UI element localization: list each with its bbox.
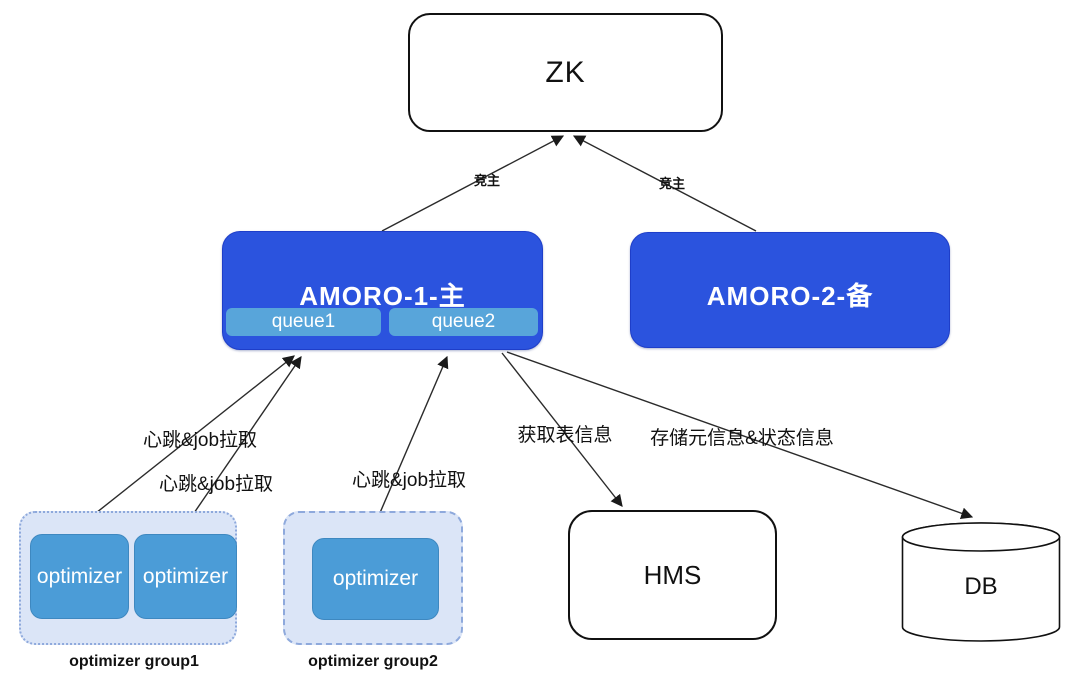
optimizer-label: optimizer — [142, 564, 229, 588]
amoro-2-node: AMORO-2-备 — [630, 232, 950, 348]
optimizer-label: optimizer — [332, 567, 419, 590]
amoro-2-title: AMORO-2-备 — [706, 281, 874, 311]
amoro-1-title: AMORO-1-主 — [299, 281, 466, 311]
db-cylinder-shape — [901, 522, 1061, 642]
db-cylinder: DB — [901, 521, 1061, 643]
edge-label-heartbeat-2: 心跳&job拉取 — [158, 474, 274, 495]
hms-label: HMS — [643, 559, 702, 590]
zk-label: ZK — [545, 55, 586, 89]
edge-label-heartbeat-3: 心跳&job拉取 — [351, 470, 467, 491]
optimizer-node: optimizer — [134, 534, 237, 619]
optimizer-group2-label: optimizer group2 — [308, 653, 438, 670]
optimizer-node: optimizer — [312, 538, 439, 620]
queue2-label: queue2 — [431, 311, 496, 332]
queue1-label: queue1 — [271, 311, 336, 332]
edge-label-compete-left: 竞主 — [473, 173, 500, 188]
optimizer-group2-container: optimizer — [283, 511, 463, 645]
optimizer-group1-container: optimizer optimizer — [19, 511, 237, 645]
zk-node: ZK — [408, 13, 723, 132]
edge-label-store-meta-info: 存储元信息&状态信息 — [650, 428, 834, 449]
optimizer-node: optimizer — [30, 534, 129, 619]
queue1-node: queue1 — [226, 308, 381, 336]
edge-label-heartbeat-1: 心跳&job拉取 — [142, 430, 258, 451]
optimizer-group1-label: optimizer group1 — [69, 653, 199, 670]
queue2-node: queue2 — [389, 308, 538, 336]
edge-optimizer3-to-queue2 — [369, 355, 449, 537]
edge-label-get-table-info: 获取表信息 — [517, 425, 613, 446]
optimizer-label: optimizer — [36, 564, 123, 588]
amoro-1-node: AMORO-1-主 queue1 queue2 — [222, 231, 543, 350]
hms-node: HMS — [568, 510, 777, 640]
edge-label-compete-right: 竞主 — [658, 176, 685, 191]
db-label: DB — [964, 573, 998, 600]
